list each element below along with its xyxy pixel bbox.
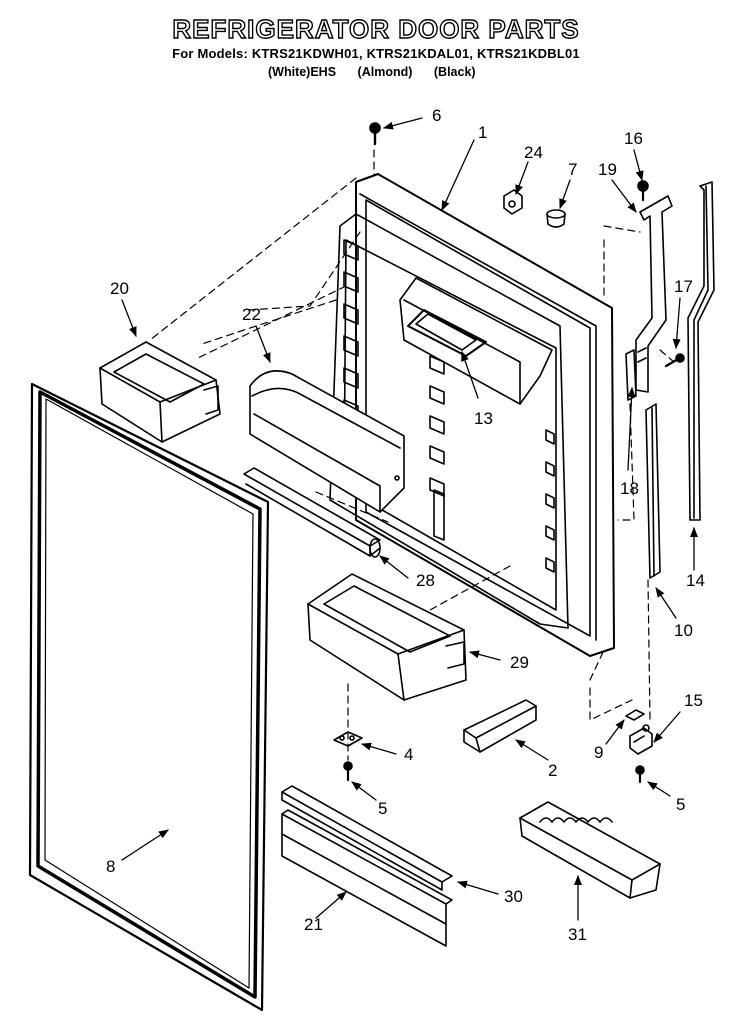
screw-5-right bbox=[635, 765, 645, 784]
callout-2: 2 bbox=[548, 761, 557, 780]
leader-9 bbox=[605, 719, 625, 745]
callout-6: 6 bbox=[432, 106, 441, 125]
callout-19: 19 bbox=[598, 160, 617, 179]
leader-2 bbox=[515, 739, 549, 761]
screw-16 bbox=[637, 180, 649, 202]
callout-16: 16 bbox=[624, 129, 643, 148]
trim-28 bbox=[243, 467, 381, 558]
screw-6 bbox=[369, 122, 381, 146]
dairy-door-part bbox=[407, 309, 487, 357]
door-bin-29 bbox=[307, 573, 467, 701]
callout-7: 7 bbox=[568, 160, 577, 179]
leader-10 bbox=[655, 587, 677, 619]
leader-20 bbox=[121, 299, 137, 337]
callout-9: 9 bbox=[594, 743, 603, 762]
callout-14: 14 bbox=[686, 571, 705, 590]
leader-29 bbox=[469, 650, 501, 661]
plug-7 bbox=[546, 209, 566, 228]
kick-plate-21 bbox=[281, 809, 453, 947]
bottom-hinge-15 bbox=[629, 724, 653, 755]
diagram-title: REFRIGERATOR DOOR PARTS bbox=[172, 13, 580, 44]
color-white: (White)EHS bbox=[268, 65, 337, 79]
trim-strip-14 bbox=[687, 181, 715, 521]
nut-24 bbox=[503, 189, 523, 215]
leader-1 bbox=[441, 139, 475, 211]
door-gasket-part bbox=[28, 382, 270, 1012]
hinge-19 bbox=[635, 195, 673, 393]
callout-13: 13 bbox=[474, 409, 493, 428]
leader-16 bbox=[633, 149, 644, 181]
callout-21: 21 bbox=[304, 915, 323, 934]
leader-18 bbox=[627, 387, 636, 471]
callout-17: 17 bbox=[674, 277, 693, 296]
callout-10: 10 bbox=[674, 621, 693, 640]
callout-15: 15 bbox=[684, 691, 703, 710]
leader-21 bbox=[315, 891, 347, 919]
washer-4 bbox=[333, 731, 363, 747]
screw-17 bbox=[664, 353, 685, 368]
models-line: For Models: KTRS21KDWH01, KTRS21KDAL01, … bbox=[172, 46, 580, 61]
callout-28: 28 bbox=[416, 571, 435, 590]
callout-22: 22 bbox=[242, 305, 261, 324]
leader-5b bbox=[647, 781, 671, 797]
leader-6 bbox=[383, 117, 423, 130]
leader-15 bbox=[653, 711, 681, 743]
callout-8: 8 bbox=[106, 857, 115, 876]
callout-24: 24 bbox=[524, 143, 543, 162]
leader-7 bbox=[559, 179, 571, 209]
callout-4: 4 bbox=[404, 745, 413, 764]
leader-28 bbox=[379, 555, 409, 579]
callout-1: 1 bbox=[478, 123, 487, 142]
leader-17 bbox=[672, 297, 681, 349]
bracket-2 bbox=[463, 699, 537, 753]
color-variants: (White)EHS (Almond) (Black) bbox=[268, 65, 494, 79]
door-liner-part bbox=[329, 173, 615, 657]
screw-5-left bbox=[343, 761, 353, 782]
leader-5a bbox=[351, 781, 377, 801]
leader-30 bbox=[457, 880, 499, 895]
color-black: (Black) bbox=[433, 65, 476, 79]
door-shelf-cover-22 bbox=[249, 370, 405, 513]
leader-13 bbox=[461, 351, 479, 399]
leader-24 bbox=[515, 161, 529, 195]
callout-20: 20 bbox=[110, 279, 129, 298]
color-almond: (Almond) bbox=[357, 65, 413, 79]
hinge-cover-10 bbox=[645, 403, 661, 579]
washer-9 bbox=[625, 709, 645, 721]
leader-22 bbox=[255, 325, 271, 363]
callout-5-right: 5 bbox=[676, 795, 685, 814]
spacer-18 bbox=[625, 349, 637, 401]
trim-strip-30 bbox=[281, 785, 453, 891]
leader-8 bbox=[121, 829, 169, 861]
callout-31: 31 bbox=[568, 925, 587, 944]
door-bin-20 bbox=[99, 341, 221, 443]
egg-tray-31 bbox=[519, 801, 661, 899]
callout-29: 29 bbox=[510, 653, 529, 672]
leader-4 bbox=[361, 742, 397, 755]
callout-18: 18 bbox=[620, 479, 639, 498]
callout-30: 30 bbox=[504, 887, 523, 906]
callout-5-left: 5 bbox=[378, 799, 387, 818]
leader-19 bbox=[611, 179, 637, 213]
